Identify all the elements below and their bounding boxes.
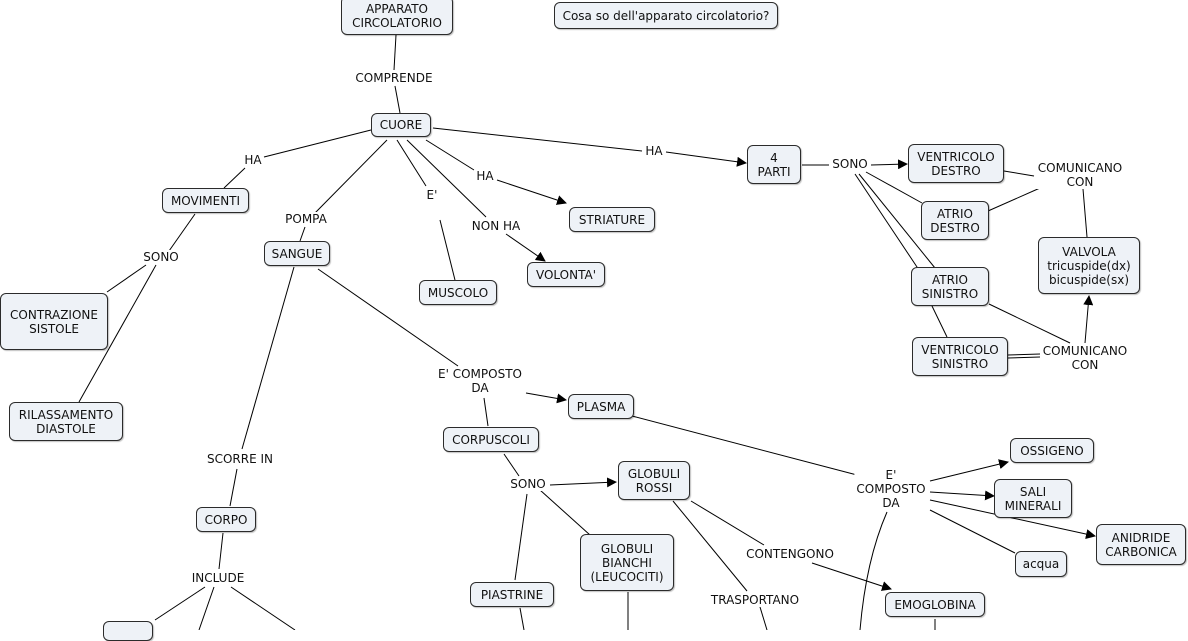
node-volonta[interactable]: VOLONTA': [527, 262, 605, 287]
node-partial-bottom-left[interactable]: [103, 621, 153, 641]
link-composto-sangue: E' COMPOSTO DA: [436, 367, 524, 395]
link-comunicano-top: COMUNICANO CON: [1035, 161, 1125, 189]
node-atrio-destro[interactable]: ATRIO DESTRO: [921, 201, 989, 240]
node-anidride-carbonica[interactable]: ANIDRIDE CARBONICA: [1096, 524, 1186, 565]
node-striature[interactable]: STRIATURE: [569, 207, 655, 232]
node-cuore[interactable]: CUORE: [371, 113, 431, 137]
node-ventricolo-destro[interactable]: VENTRICOLO DESTRO: [908, 144, 1004, 183]
link-include: INCLUDE: [189, 571, 247, 585]
link-sono-corpuscoli: SONO: [508, 477, 548, 491]
link-pompa: POMPA: [283, 212, 329, 226]
link-comprende: COMPRENDE: [353, 71, 435, 85]
link-sono-parti: SONO: [830, 157, 870, 171]
node-ventricolo-sinistro[interactable]: VENTRICOLO SINISTRO: [912, 337, 1008, 376]
link-e-muscolo: E': [424, 188, 440, 202]
node-valvola[interactable]: VALVOLA tricuspide(dx) bicuspide(sx): [1038, 237, 1140, 294]
node-question[interactable]: Cosa so dell'apparato circolatorio?: [554, 2, 778, 29]
node-sangue[interactable]: SANGUE: [264, 241, 330, 266]
link-non-ha: NON HA: [469, 219, 523, 233]
node-muscolo[interactable]: MUSCOLO: [419, 280, 497, 305]
link-composto-plasma: E' COMPOSTO DA: [854, 468, 928, 510]
node-sali-minerali[interactable]: SALI MINERALI: [994, 479, 1072, 518]
link-scorre-in: SCORRE IN: [204, 452, 276, 466]
node-globuli-bianchi[interactable]: GLOBULI BIANCHI (LEUCOCITI): [580, 534, 674, 591]
link-sono-movimenti: SONO: [141, 250, 181, 264]
node-acqua[interactable]: acqua: [1015, 551, 1067, 577]
node-contrazione-sistole[interactable]: CONTRAZIONE SISTOLE: [0, 293, 108, 350]
node-piastrine[interactable]: PIASTRINE: [470, 582, 554, 607]
link-comunicano-bottom: COMUNICANO CON: [1040, 344, 1130, 372]
link-contengono: CONTENGONO: [744, 547, 836, 561]
node-atrio-sinistro[interactable]: ATRIO SINISTRO: [911, 267, 989, 306]
node-corpo[interactable]: CORPO: [196, 507, 256, 532]
node-movimenti[interactable]: MOVIMENTI: [162, 188, 249, 213]
node-ossigeno[interactable]: OSSIGENO: [1010, 438, 1094, 463]
node-plasma[interactable]: PLASMA: [568, 394, 634, 419]
link-ha-movimenti: HA: [242, 153, 264, 167]
node-rilassamento-diastole[interactable]: RILASSAMENTO DIASTOLE: [9, 402, 123, 441]
link-ha-striature: HA: [474, 169, 496, 183]
node-emoglobina[interactable]: EMOGLOBINA: [885, 592, 985, 617]
link-trasportano: TRASPORTANO: [708, 593, 802, 607]
link-ha-parti: HA: [643, 144, 665, 158]
node-4-parti[interactable]: 4 PARTI: [747, 145, 801, 184]
node-globuli-rossi[interactable]: GLOBULI ROSSI: [618, 461, 690, 500]
node-apparato-circolatorio[interactable]: APPARATO CIRCOLATORIO: [341, 0, 453, 35]
node-corpuscoli[interactable]: CORPUSCOLI: [443, 427, 539, 452]
